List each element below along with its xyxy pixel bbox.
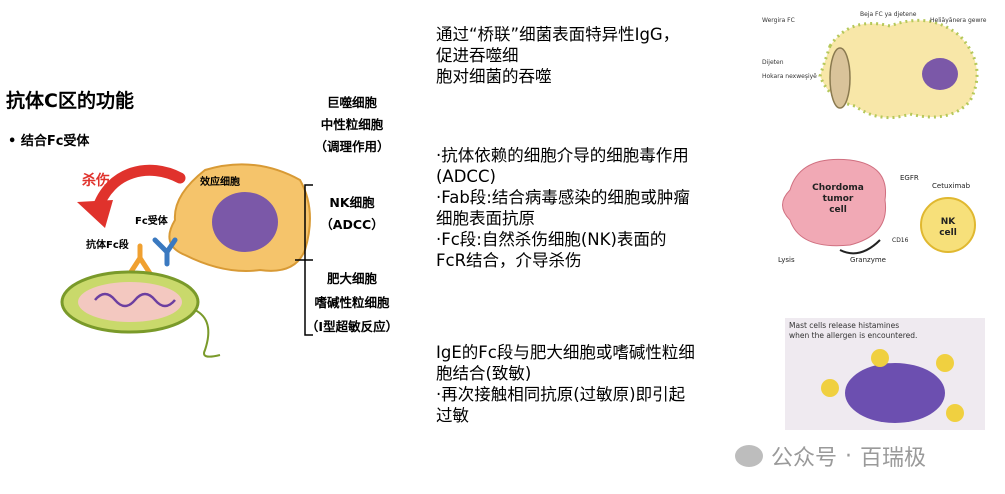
description-opsonization: 通过“桥联”细菌表面特异性IgG， 促进吞噬细 胞对细菌的吞噬 — [436, 25, 680, 86]
svg-text:Wergira FC: Wergira FC — [762, 17, 795, 24]
bracket — [295, 184, 313, 336]
watermark-sep: · — [845, 443, 853, 469]
cell-nk: NK细胞 — [329, 195, 375, 210]
svg-text:Dijeten: Dijeten — [762, 59, 784, 66]
watermark-right: 百瑞极 — [860, 446, 927, 471]
svg-text:EGFR: EGFR — [900, 174, 919, 182]
svg-text:Beja FC ya djetene: Beja FC ya djetene — [860, 11, 917, 18]
cell-mast: 肥大细胞 — [326, 271, 377, 286]
phagocytosis-illustration: Wergira FC Beja FC ya djetene Heliāyāner… — [762, 11, 987, 120]
fc-receptor-label: Fc受体 — [135, 216, 168, 227]
cell-group2-note: （ADCC） — [320, 217, 384, 232]
adcc-illustration: Chordoma tumor cell EGFR Cetuximab NK ce… — [778, 158, 976, 264]
svg-text:tumor: tumor — [823, 194, 854, 204]
effector-nucleus — [212, 192, 278, 252]
svg-text:NK: NK — [941, 217, 957, 227]
cell-group1-note: （调理作用） — [314, 139, 390, 154]
mast-cell-illustration: Mast cells release histamines when the a… — [785, 318, 985, 430]
watermark-left: 公众号 — [771, 446, 838, 471]
watermark: 公众号 · 百瑞极 — [735, 440, 926, 472]
antibody-fc-label: 抗体Fc段 — [86, 240, 129, 251]
cell-basophil: 嗜碱性粒细胞 — [314, 295, 390, 310]
svg-text:Heliāyānera gewre: Heliāyānera gewre — [930, 17, 987, 24]
cell-neutrophil: 中性粒细胞 — [320, 117, 384, 132]
cell-group3-note: （I型超敏反应） — [305, 319, 399, 334]
cell-macrophage: 巨噬细胞 — [326, 95, 377, 110]
fc-binding-diagram — [60, 163, 313, 358]
bullet-fc-receptor: • 结合Fc受体 — [8, 134, 90, 149]
description-adcc: ·抗体依赖的细胞介导的细胞毒作用 (ADCC) ·Fab段:结合病毒感染的细胞或… — [436, 146, 690, 270]
wechat-icon — [735, 445, 763, 467]
svg-text:Hokara nexweşiyê: Hokara nexweşiyê — [762, 73, 817, 80]
kill-arrow — [91, 164, 186, 216]
effector-cell-label: 效应细胞 — [200, 177, 240, 188]
svg-text:Chordoma: Chordoma — [812, 183, 864, 193]
svg-text:when the allergen is encounter: when the allergen is encountered. — [789, 331, 917, 340]
svg-text:Mast cells release histamines: Mast cells release histamines — [789, 321, 899, 330]
fc-receptor — [152, 237, 178, 267]
svg-text:Lysis: Lysis — [778, 256, 795, 264]
section-title: 抗体C区的功能 — [6, 90, 134, 112]
kill-arrow-head — [77, 200, 113, 228]
svg-text:Granzyme: Granzyme — [850, 256, 886, 264]
svg-text:cell: cell — [939, 228, 957, 238]
svg-text:cell: cell — [829, 205, 847, 215]
svg-text:Cetuximab: Cetuximab — [932, 182, 971, 190]
svg-text:CD16: CD16 — [892, 237, 909, 244]
description-hypersensitivity: IgE的Fc段与肥大细胞或嗜碱性粒细 胞结合(致敏) ·再次接触相同抗原(过敏原… — [436, 343, 695, 425]
kill-label: 杀伤 — [82, 173, 110, 189]
